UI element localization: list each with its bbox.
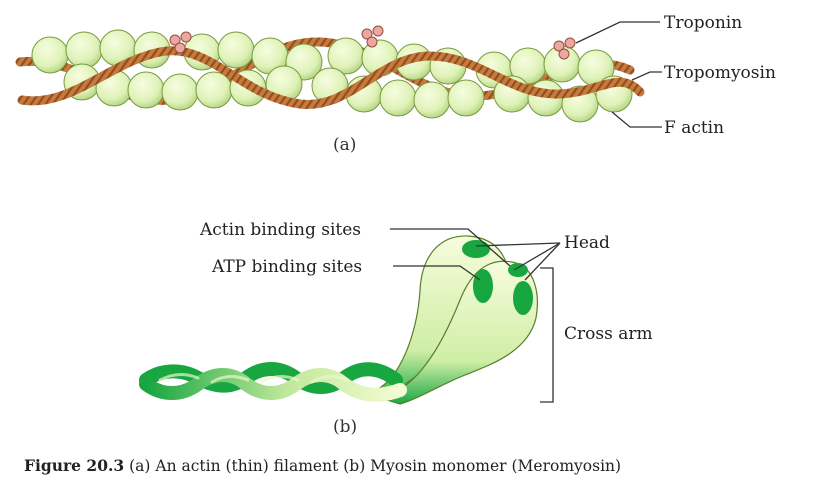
tropomyosin-strand-front bbox=[17, 46, 645, 109]
troponin-leader bbox=[575, 21, 660, 44]
actin-filament bbox=[15, 25, 645, 123]
troponin-cluster-3 bbox=[553, 37, 576, 60]
actin-binding-site-back bbox=[462, 240, 490, 258]
troponin-cluster-1 bbox=[169, 31, 192, 54]
figure-caption-text: (a) An actin (thin) filament (b) Myosin … bbox=[129, 457, 622, 475]
figure-caption: Figure 20.3 (a) An actin (thin) filament… bbox=[24, 456, 814, 475]
head-leader bbox=[475, 242, 561, 281]
troponin-cluster-2 bbox=[361, 25, 384, 48]
f-actin-label: F actin bbox=[664, 118, 724, 138]
tropomyosin-label: Tropomyosin bbox=[664, 63, 776, 83]
cross-arm-label: Cross arm bbox=[564, 324, 653, 344]
atp-binding-sites-label: ATP binding sites bbox=[211, 257, 362, 277]
figure-number: Figure 20.3 bbox=[24, 456, 125, 475]
atp-binding-sites-leader bbox=[393, 265, 481, 281]
actin-binding-sites-leader bbox=[390, 228, 511, 267]
tropomyosin-leader bbox=[631, 71, 662, 81]
myosin-monomer bbox=[139, 235, 538, 405]
actin-binding-sites-label: Actin binding sites bbox=[199, 220, 361, 240]
head-label: Head bbox=[564, 233, 610, 253]
atp-binding-site-back bbox=[473, 269, 493, 303]
myosin-stalk-front bbox=[377, 260, 538, 405]
atp-binding-site-front bbox=[513, 281, 533, 315]
panel-b-sublabel: (b) bbox=[333, 417, 357, 437]
troponin-label: Troponin bbox=[664, 13, 742, 33]
f-actin-leader bbox=[611, 111, 662, 128]
actin-binding-site-front bbox=[508, 263, 528, 277]
myosin-tail bbox=[139, 362, 407, 402]
cross-arm-bracket bbox=[540, 267, 554, 403]
panel-a-sublabel: (a) bbox=[333, 135, 356, 155]
